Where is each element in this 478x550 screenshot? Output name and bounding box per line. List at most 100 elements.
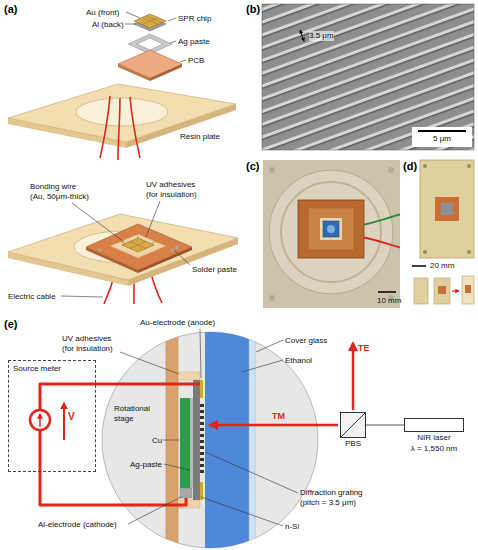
panel-letter: (a): [4, 3, 17, 15]
pcb-board: [435, 197, 459, 221]
solder-dot: [170, 248, 174, 252]
tm-beam: [210, 424, 338, 427]
assembly-arrow: [452, 290, 459, 291]
ethanol: [205, 330, 249, 550]
polarization-label: TE: [358, 343, 370, 354]
pcb-board: [298, 200, 364, 258]
resin-plate: [8, 214, 238, 280]
part-label: Rotational stage: [114, 404, 151, 423]
screw-hole: [388, 167, 394, 173]
part-label: Al-electrode (cathode): [38, 520, 117, 530]
part-label: Bonding wire (Au, 50μm-thick): [30, 182, 90, 201]
box-title: Source meter: [13, 364, 61, 374]
electric-cable: [100, 96, 140, 160]
scale-bar: [412, 265, 426, 267]
leader-line: [120, 329, 298, 526]
solder-dot: [98, 248, 102, 252]
part-label: SPR chip: [178, 14, 211, 24]
screw-hole: [269, 295, 275, 301]
panel-letter: (d): [403, 160, 417, 172]
plate-ring: [269, 170, 393, 294]
screw: [423, 164, 427, 168]
screw: [423, 250, 427, 254]
part-label: Ethanol: [285, 356, 312, 366]
current-arrow: [39, 414, 41, 427]
holder-part: [434, 278, 450, 304]
circuit-wire: [40, 384, 200, 505]
scale-label: 10 mm: [377, 296, 401, 306]
part-label: Cu: [152, 436, 162, 446]
photo-ground: [263, 160, 400, 308]
beam-splitter-cube: [340, 412, 366, 438]
part-label: Al (back): [92, 20, 124, 30]
te-beam: [352, 343, 355, 410]
chip-reflection: [327, 225, 335, 233]
part-label: Au-electrode (anode): [140, 318, 215, 328]
scale-label: 20 mm: [430, 261, 454, 271]
cover-glass: [249, 330, 255, 550]
bonding-wire: [116, 233, 160, 244]
part-label: Ag-paste: [130, 460, 162, 470]
spr-chip: [323, 221, 339, 237]
screw: [467, 164, 471, 168]
al-electrode: [180, 488, 192, 498]
instrument-box: Source meter: [8, 360, 96, 472]
pcb-board: [86, 224, 192, 270]
panel-letter: (c): [246, 160, 259, 172]
uv-adhesive: [320, 218, 342, 240]
node-caption: PBS: [345, 439, 361, 449]
sem-image: [262, 4, 474, 150]
plate-ring: [281, 182, 381, 282]
diffraction-grating: [200, 404, 204, 473]
uv-adhesive: [178, 372, 200, 380]
signal-label: V: [68, 411, 75, 423]
ag-paste-layer: [190, 398, 193, 488]
scale-bar: [378, 291, 396, 293]
laser-source: NIR laserλ = 1,550 nm: [404, 418, 464, 453]
holder-block: [420, 160, 474, 258]
scale-bar-ground: [412, 127, 472, 147]
spr-chip: [122, 238, 154, 252]
node-caption: NIR laser: [417, 433, 450, 443]
panel-letter: (b): [246, 3, 260, 15]
beam-splitter: PBS: [340, 412, 366, 449]
beam-path: [366, 424, 404, 425]
chip-grid: [130, 242, 146, 249]
voltage-arrow: [63, 403, 65, 440]
screw: [467, 250, 471, 254]
resin-plate: [8, 84, 236, 142]
splitter-face: [341, 413, 365, 437]
photo-c: [263, 160, 400, 308]
current-source-symbol: [30, 410, 50, 430]
part-label: Diffraction grating (pitch = 3.5 μm): [300, 488, 364, 507]
panel-letter: (e): [4, 318, 17, 330]
pcb-board: [438, 286, 446, 294]
part-label: Ag paste: [178, 37, 210, 47]
node-caption: λ = 1,550 nm: [411, 444, 457, 454]
scale-bar: [418, 130, 466, 132]
part-label: UV adhesives (for insulation): [146, 180, 198, 199]
dimension-label: 3.5 μm: [309, 31, 334, 41]
resin-plate-hole: [76, 98, 168, 126]
pitch-arrow: [300, 30, 304, 41]
scale-label: 5 μm: [433, 134, 451, 144]
au-electrode: [200, 380, 203, 398]
part-label: Resin plate: [180, 132, 220, 142]
chip-grid: [142, 16, 162, 25]
pcb-board: [465, 285, 471, 293]
cu-layer: [180, 398, 190, 488]
part-label: Cover glass: [285, 336, 327, 346]
pcb-pad: [308, 208, 354, 250]
n-si-layer: [193, 380, 200, 500]
cell-layers: [166, 330, 255, 550]
leader-line: [61, 201, 190, 297]
pcb-board: [118, 50, 182, 78]
screw-hole: [269, 167, 275, 173]
leader-line: [125, 12, 186, 62]
au-front-layer: [134, 14, 166, 28]
